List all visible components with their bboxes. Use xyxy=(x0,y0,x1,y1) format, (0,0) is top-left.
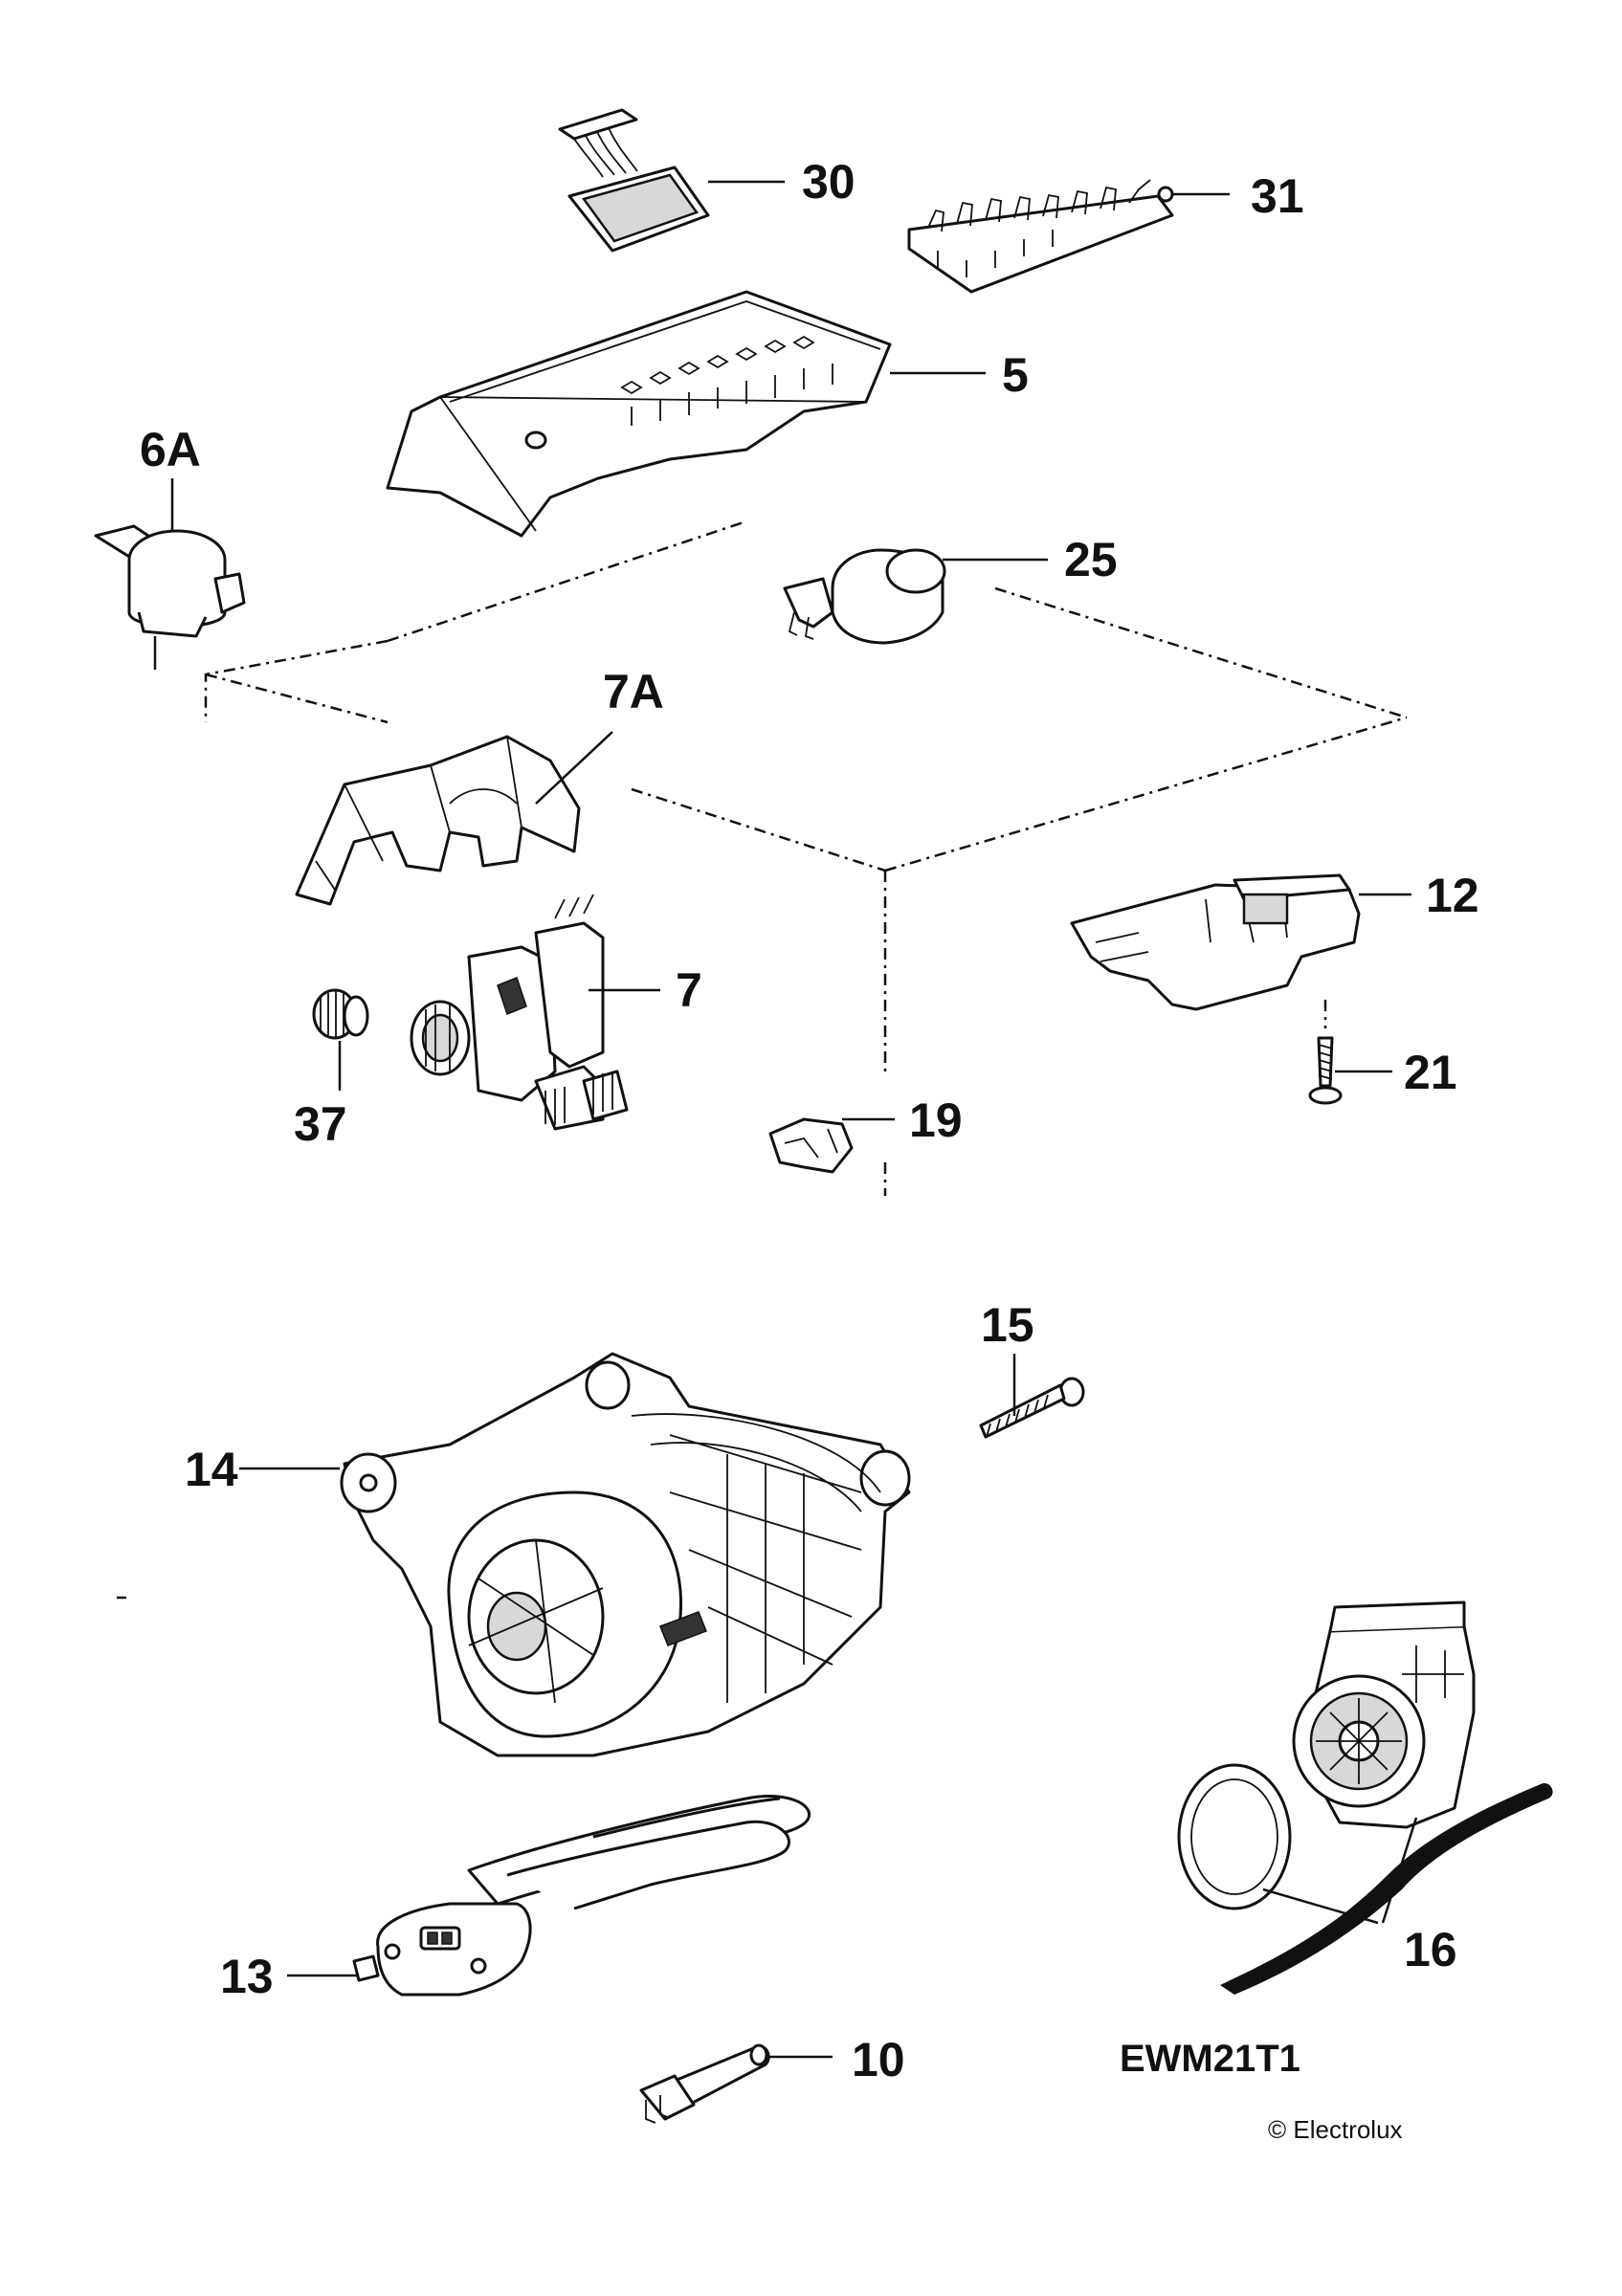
label-16: 16 xyxy=(1404,1923,1457,1976)
part-31-button-strip xyxy=(907,179,1230,294)
callout-labels: 30 31 5 6A 25 7A 12 7 37 21 19 15 14 13 … xyxy=(140,155,1479,2144)
part-19-connector xyxy=(768,1117,895,1174)
part-7-inlet-valve xyxy=(410,894,660,1131)
label-15: 15 xyxy=(981,1298,1034,1352)
part-37-filter xyxy=(312,988,369,1091)
label-21: 21 xyxy=(1404,1046,1457,1099)
part-21-screw xyxy=(1308,1000,1392,1105)
part-25-capacitor xyxy=(783,548,1048,645)
part-13-heating-element xyxy=(287,1795,811,1997)
label-31: 31 xyxy=(1251,169,1304,223)
label-12: 12 xyxy=(1426,869,1479,922)
model-number: EWM21T1 xyxy=(1120,2038,1300,2080)
housing-outline xyxy=(204,519,1408,1196)
part-30-display-board xyxy=(558,108,785,253)
label-37: 37 xyxy=(294,1097,347,1151)
label-7: 7 xyxy=(676,963,702,1017)
copyright-notice: © Electrolux xyxy=(1268,2115,1403,2144)
part-14-motor xyxy=(239,1352,911,1757)
label-7A: 7A xyxy=(603,665,664,718)
label-30: 30 xyxy=(802,155,855,209)
part-7A-valve-cover xyxy=(295,731,613,906)
label-5: 5 xyxy=(1002,348,1029,402)
label-10: 10 xyxy=(852,2033,905,2086)
label-25: 25 xyxy=(1064,533,1118,586)
part-12-door-lock xyxy=(1070,873,1411,1011)
part-15-bolt xyxy=(979,1354,1085,1439)
part-16-drain-pump xyxy=(1177,1601,1553,1995)
label-13: 13 xyxy=(220,1950,274,2003)
label-19: 19 xyxy=(909,1093,963,1147)
label-6A: 6A xyxy=(140,423,201,476)
part-10-temperature-sensor xyxy=(639,2043,833,2124)
label-14: 14 xyxy=(185,1443,238,1496)
part-6A-selector-switch xyxy=(94,478,246,670)
part-5-control-module xyxy=(386,290,986,538)
